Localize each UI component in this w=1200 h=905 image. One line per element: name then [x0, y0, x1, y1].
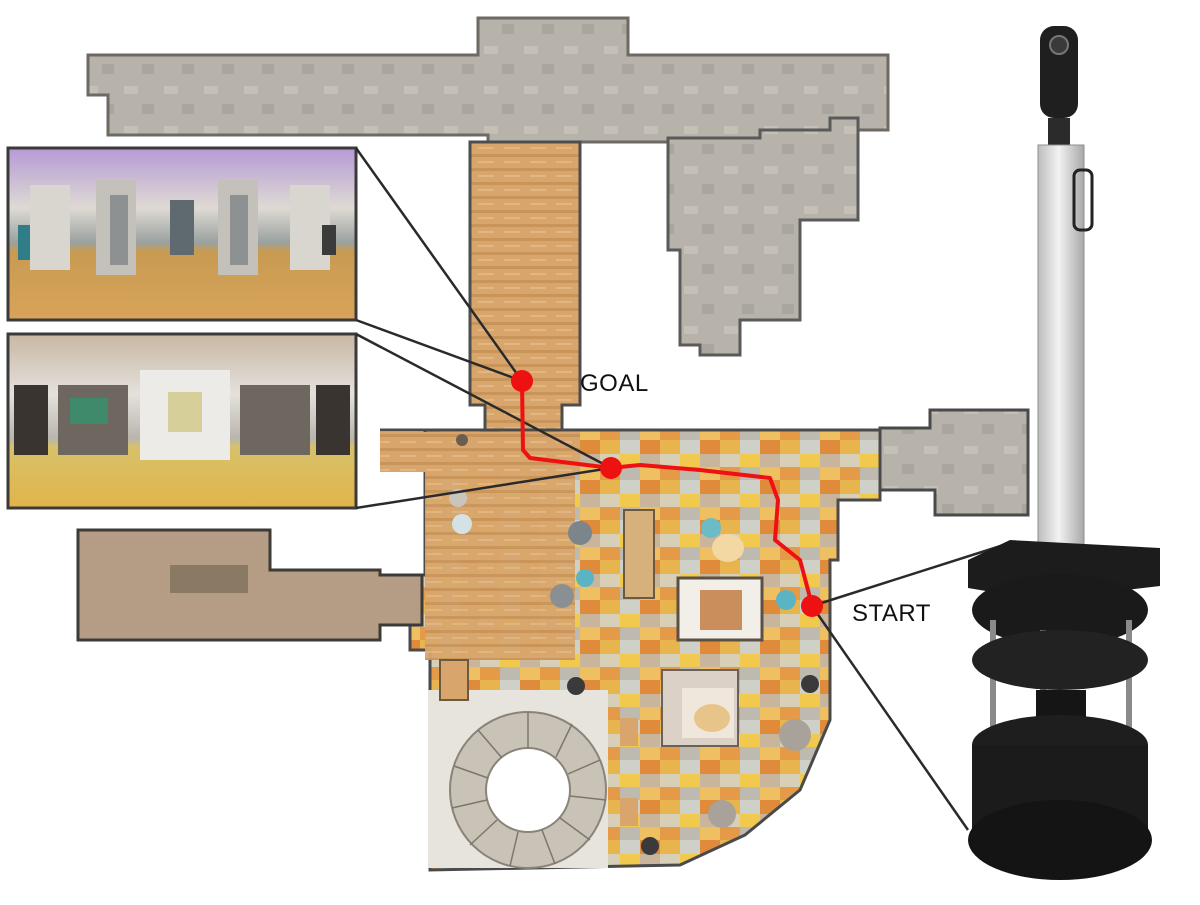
start-marker — [801, 595, 823, 617]
right-wing — [878, 408, 1030, 517]
connector-lines — [354, 147, 1011, 831]
panorama-goal — [6, 146, 358, 322]
goal-marker — [511, 370, 533, 392]
lounge-wood-left — [425, 470, 575, 660]
left-wing — [76, 528, 424, 642]
lounge-furniture — [439, 434, 819, 855]
goal-label: GOAL — [580, 370, 649, 397]
waypoint-marker — [600, 457, 622, 479]
panorama-mid — [6, 332, 358, 510]
top-corridor — [86, 16, 890, 144]
lounge-wood-band — [380, 432, 580, 472]
start-label: START — [852, 600, 931, 627]
route-line — [520, 379, 814, 608]
utility-rooms — [666, 116, 860, 357]
left-wing-desk — [170, 565, 248, 593]
spiral-staircase — [428, 690, 608, 869]
floor-plan — [76, 16, 1030, 872]
trajectory — [511, 370, 823, 617]
robot-photo — [968, 26, 1160, 880]
